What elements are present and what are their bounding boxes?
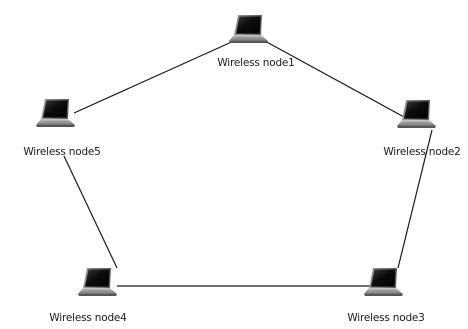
laptop-icon <box>77 267 118 297</box>
link-node5-node1 <box>73 39 237 114</box>
link-node1-node2 <box>262 39 405 118</box>
laptop-icon <box>363 267 404 297</box>
laptop-icon <box>396 99 437 129</box>
wireless-node2[interactable]: Wireless node2 <box>383 99 461 158</box>
wireless-node3[interactable]: Wireless node3 <box>347 267 425 324</box>
node-label: Wireless node4 <box>49 312 127 324</box>
node-label: Wireless node1 <box>217 57 294 69</box>
laptop-icon <box>35 98 76 128</box>
laptop-icon <box>228 14 269 44</box>
node-label: Wireless node2 <box>383 146 460 158</box>
link-node4-node5 <box>63 155 118 269</box>
wireless-node4[interactable]: Wireless node4 <box>49 267 127 324</box>
node-label: Wireless node3 <box>347 312 424 324</box>
links-layer <box>63 39 433 287</box>
node-label: Wireless node5 <box>23 146 100 158</box>
wireless-node1[interactable]: Wireless node1 <box>217 14 295 69</box>
wireless-node5[interactable]: Wireless node5 <box>23 98 101 158</box>
link-node2-node3 <box>397 129 433 269</box>
